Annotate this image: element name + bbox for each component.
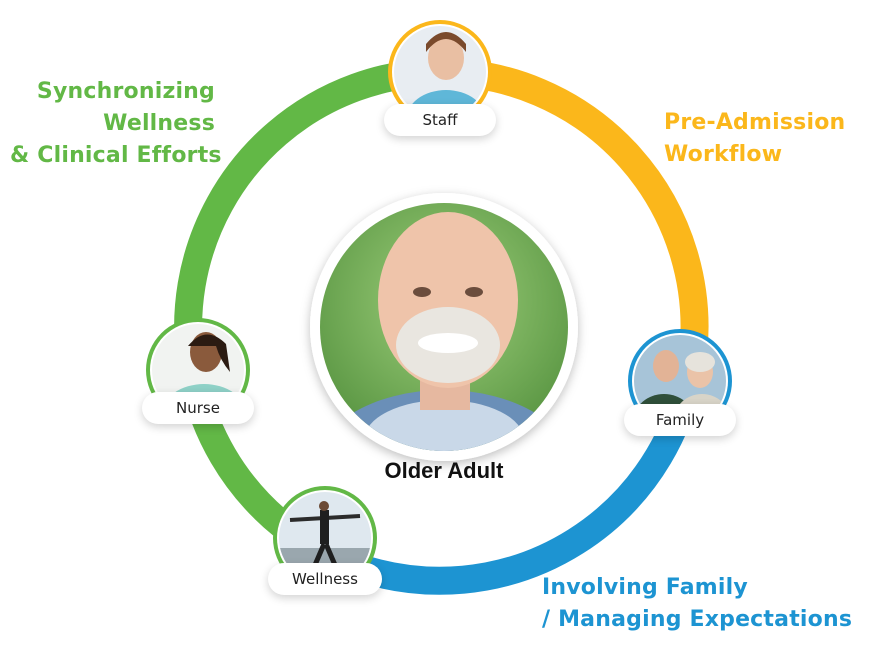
wellness-label: Wellness [268, 563, 382, 595]
caption-synchronizing-wellness: Synchronizing Wellness & Clinical Effort… [10, 76, 222, 172]
older-adult-photo [310, 193, 578, 461]
older-adult-label: Older Adult [384, 458, 504, 483]
caption-line: & Clinical Efforts [10, 143, 222, 168]
caption-pre-admission-workflow: Pre-Admission Workflow [664, 107, 845, 171]
caption-line: Pre-Admission [664, 110, 846, 135]
caption-line: Involving Family [542, 575, 748, 600]
ring-arc-green [174, 58, 441, 581]
nurse-label: Nurse [142, 392, 254, 424]
ring-arc-orange [439, 58, 709, 357]
family-label: Family [624, 404, 736, 436]
caption-line: Workflow [664, 142, 783, 167]
caption-line: Synchronizing [36, 79, 215, 104]
caption-line: Wellness [103, 111, 215, 136]
staff-label: Staff [384, 104, 496, 136]
caption-line: / Managing Expectations [542, 607, 853, 632]
caption-involving-family: Involving Family / Managing Expectations [542, 572, 852, 636]
